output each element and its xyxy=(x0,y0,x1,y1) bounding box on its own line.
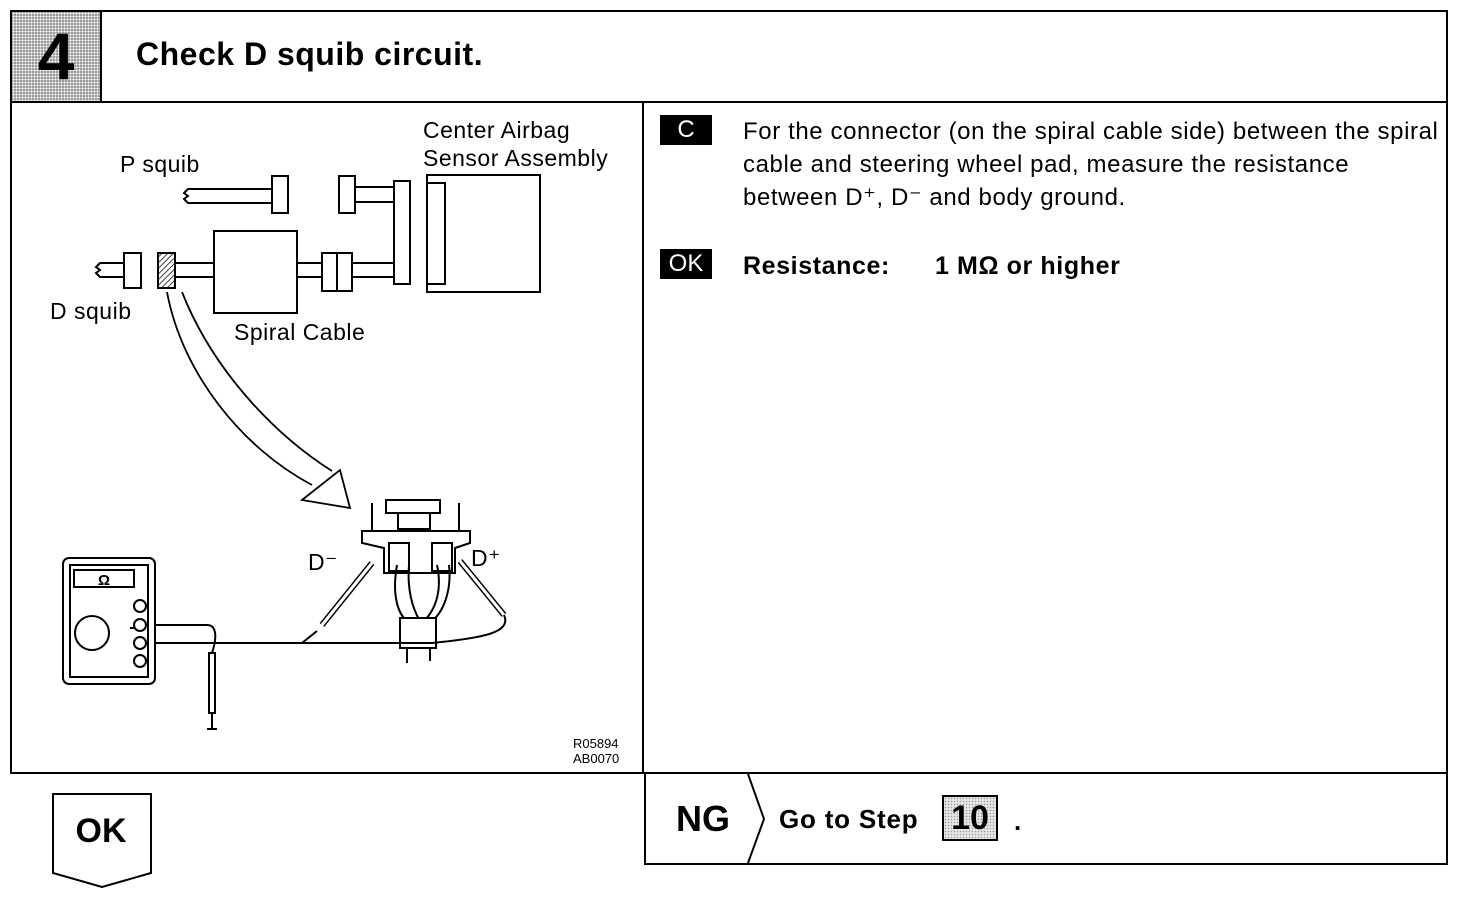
ng-result-label: NG xyxy=(676,798,730,839)
ohmmeter xyxy=(62,557,156,685)
figure-ref-code-1: R05894 xyxy=(573,736,619,751)
connector-closeup xyxy=(361,499,471,663)
instructions-panel: C For the connector (on the spiral cable… xyxy=(660,115,1440,289)
check-text: For the connector (on the spiral cable s… xyxy=(743,118,1439,211)
ground-probe xyxy=(207,652,217,730)
figure-ref-code-2: AB0070 xyxy=(573,751,619,766)
page-title: Check D squib circuit. xyxy=(136,36,484,72)
spec-value: 1 MΩ or higher xyxy=(935,252,1121,280)
column-divider xyxy=(642,103,644,774)
callout-arrow xyxy=(166,291,352,510)
circuit-illustration: P squib D squib Spiral Cable Center Airb… xyxy=(12,103,642,772)
goto-step-text: Go to Step xyxy=(779,804,919,834)
spiral-cable-bus xyxy=(393,180,411,285)
ok-result-label: OK xyxy=(75,812,127,850)
ok-result-arrow xyxy=(52,793,152,889)
spiral-cable xyxy=(175,230,394,314)
label-p-squib: P squib xyxy=(120,151,200,177)
spec-label: Resistance: xyxy=(743,252,890,280)
ohm-symbol: Ω xyxy=(98,572,110,589)
label-sensor-line2: Sensor Assembly xyxy=(423,145,608,171)
label-spiral-cable: Spiral Cable xyxy=(234,319,365,345)
label-d-plus: D⁺ xyxy=(471,545,501,571)
label-d-minus: D⁻ xyxy=(308,549,338,575)
ok-tag: OK xyxy=(660,249,712,279)
header-row xyxy=(10,10,1448,103)
d-squib-connector xyxy=(94,252,176,289)
label-sensor-line1: Center Airbag xyxy=(423,117,570,143)
ng-result-box xyxy=(644,772,1448,865)
test-probes xyxy=(140,559,507,654)
check-instruction: C For the connector (on the spiral cable… xyxy=(660,115,1440,225)
label-d-squib: D squib xyxy=(50,298,131,324)
step-number-cell: 4 xyxy=(12,12,102,101)
goto-period: . xyxy=(1014,806,1022,836)
step-number: 4 xyxy=(37,19,75,93)
center-airbag-sensor xyxy=(426,174,541,293)
p-squib-connector xyxy=(182,175,394,214)
ok-spec: OK Resistance: 1 MΩ or higher xyxy=(660,249,1440,289)
step-reference-10[interactable]: 10 xyxy=(942,795,998,841)
check-tag: C xyxy=(660,115,712,145)
